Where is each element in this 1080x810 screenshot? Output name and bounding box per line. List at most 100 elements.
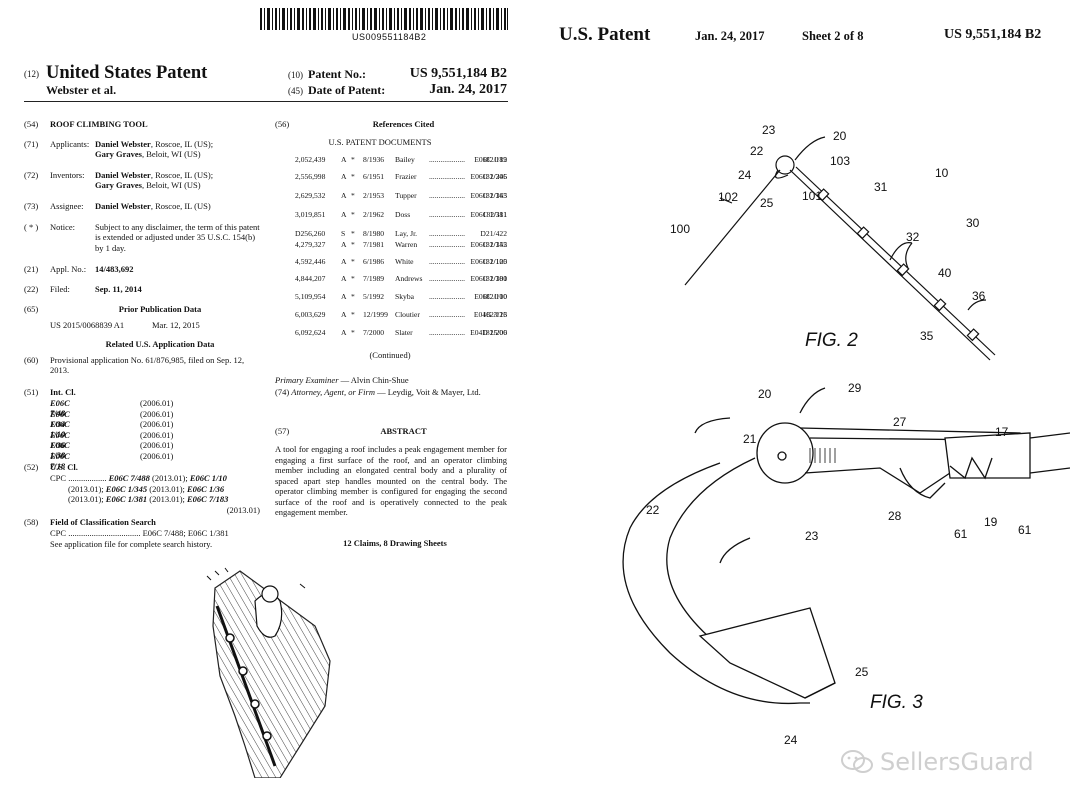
ref-date: 7/1989 (363, 274, 385, 283)
ref-date: 7/2000 (363, 328, 385, 337)
fig3-ref-20: 20 (758, 387, 772, 401)
ref-class-continued: 182/163 (482, 191, 507, 200)
fig2-ref-102: 102 (718, 190, 738, 204)
ref-kind: A (341, 328, 347, 337)
ref-kind: A (341, 155, 347, 164)
fig-2-drawing: 23 20 22 24 25 101 103 31 10 102 100 32 … (670, 123, 996, 361)
references-continued: (Continued) (369, 350, 411, 360)
code-12: (12) (24, 69, 39, 79)
ref-kind: A (341, 172, 347, 181)
watermark-text: SellersGuard (880, 748, 1034, 776)
ref-kind: A (341, 292, 347, 301)
ref-kind: A (341, 274, 347, 283)
fig3-ref-23: 23 (805, 529, 819, 543)
ref-class-continued: 182/100 (482, 274, 507, 283)
ref-name: Bailey (395, 155, 415, 164)
front-page-drawing (206, 567, 331, 778)
patent-no-label: Patent No.: (308, 67, 366, 81)
ref-star: * (351, 240, 355, 249)
ref-name: Doss (395, 210, 411, 219)
int-cl-version: (2006.01) (140, 419, 174, 430)
notice-num: ( * ) (24, 222, 39, 232)
ref-class-continued: 182/152 (482, 240, 507, 249)
fig2-ref-32: 32 (906, 230, 920, 244)
ref-kind: S (341, 229, 346, 238)
fig2-ref-30: 30 (966, 216, 980, 230)
ref-class-continued: 182/100 (482, 292, 507, 301)
applicants-label: Applicants: (50, 139, 90, 149)
int-cl-code: E06C 1/34 (50, 408, 70, 429)
ref-date: 8/1936 (363, 155, 385, 164)
sheet-header-patent-number: US 9,551,184 B2 (944, 27, 1042, 42)
ref-kind: A (341, 257, 347, 266)
ref-class-continued: 182/113 (482, 310, 507, 319)
filed-value: Sep. 11, 2014 (95, 284, 142, 294)
field-52-num: (52) (24, 462, 39, 472)
fig3-ref-28: 28 (888, 509, 902, 523)
field-71-num: (71) (24, 139, 39, 149)
barcode-image (260, 8, 508, 30)
ref-number: 4,844,207 (295, 274, 326, 283)
int-cl-code: E06C 1/36 (50, 429, 70, 450)
ref-name: Skyba (395, 292, 414, 301)
fig3-ref-29: 29 (848, 381, 862, 395)
ref-name: Frazier (395, 172, 417, 181)
ref-dots: .................... (429, 191, 465, 200)
ref-class-continued: 182/189 (482, 155, 507, 164)
fig-3-drawing: 20 29 27 17 21 22 23 28 61 19 61 25 24 (622, 381, 1070, 747)
fig-2-label: FIG. 2 (805, 330, 858, 351)
code-45: (45) (288, 86, 303, 96)
ref-class: E04G 3/26 (473, 310, 507, 319)
ref-kind: A (341, 240, 347, 249)
ref-star: * (351, 257, 355, 266)
prior-pub-number: US 2015/0068839 A1 (50, 320, 125, 330)
ref-name: Tupper (395, 191, 417, 200)
ref-date: 2/1953 (363, 191, 385, 200)
fig2-ref-20: 20 (833, 129, 847, 143)
fig3-ref-25: 25 (855, 665, 869, 679)
ref-class-continued: 182/100 (482, 257, 507, 266)
ref-star: * (351, 328, 355, 337)
ref-star: * (351, 274, 355, 283)
ref-number: 6,003,629 (295, 310, 326, 319)
date-of-patent-value: Jan. 24, 2017 (429, 82, 507, 97)
ref-date: 7/1981 (363, 240, 385, 249)
ref-dots: .......................... (429, 229, 465, 238)
fig3-ref-21: 21 (743, 432, 757, 446)
ref-class: E06C 1/345 (470, 191, 508, 200)
ref-date: 12/1999 (363, 310, 388, 319)
ref-name: Lay, Jr. (395, 229, 418, 238)
ref-date: 2/1962 (363, 210, 385, 219)
ref-number: 2,556,998 (295, 172, 326, 181)
ref-number: 3,019,851 (295, 210, 326, 219)
ref-class: E06C 1/381 (470, 210, 508, 219)
abstract-text: A tool for engaging a roof includes a pe… (275, 444, 507, 517)
assignee-value: Daniel Webster, Roscoe, IL (US) (95, 201, 211, 211)
ref-number: 4,592,446 (295, 257, 326, 266)
ref-star: * (351, 191, 355, 200)
fig3-ref-22: 22 (646, 503, 660, 517)
code-10: (10) (288, 70, 303, 80)
ref-dots: ........................ (429, 292, 465, 301)
ref-class-continued: 182/206 (482, 172, 507, 181)
invention-title: ROOF CLIMBING TOOL (50, 119, 148, 129)
claims-count: 12 Claims, 8 Drawing Sheets (343, 538, 447, 548)
ref-number: 6,092,624 (295, 328, 326, 337)
appl-no-label: Appl. No.: (50, 264, 87, 274)
ref-kind: A (341, 310, 347, 319)
reference-row: 3,019,851A*2/1962Doss...................… (295, 210, 507, 230)
ref-class: E04D 15/00 (470, 328, 507, 337)
fig3-ref-24: 24 (784, 733, 798, 747)
ref-name: Slater (395, 328, 413, 337)
fig3-ref-61a: 61 (954, 527, 968, 541)
fig2-ref-31: 31 (874, 180, 888, 194)
ref-date: 5/1992 (363, 292, 385, 301)
ref-star: * (351, 229, 355, 238)
patent-no-value: US 9,551,184 B2 (409, 66, 507, 81)
attorney: (74) Attorney, Agent, or Firm — Leydig, … (275, 387, 481, 397)
appl-no-value: 14/483,692 (95, 264, 134, 274)
ref-dots: ........................ (429, 257, 465, 266)
